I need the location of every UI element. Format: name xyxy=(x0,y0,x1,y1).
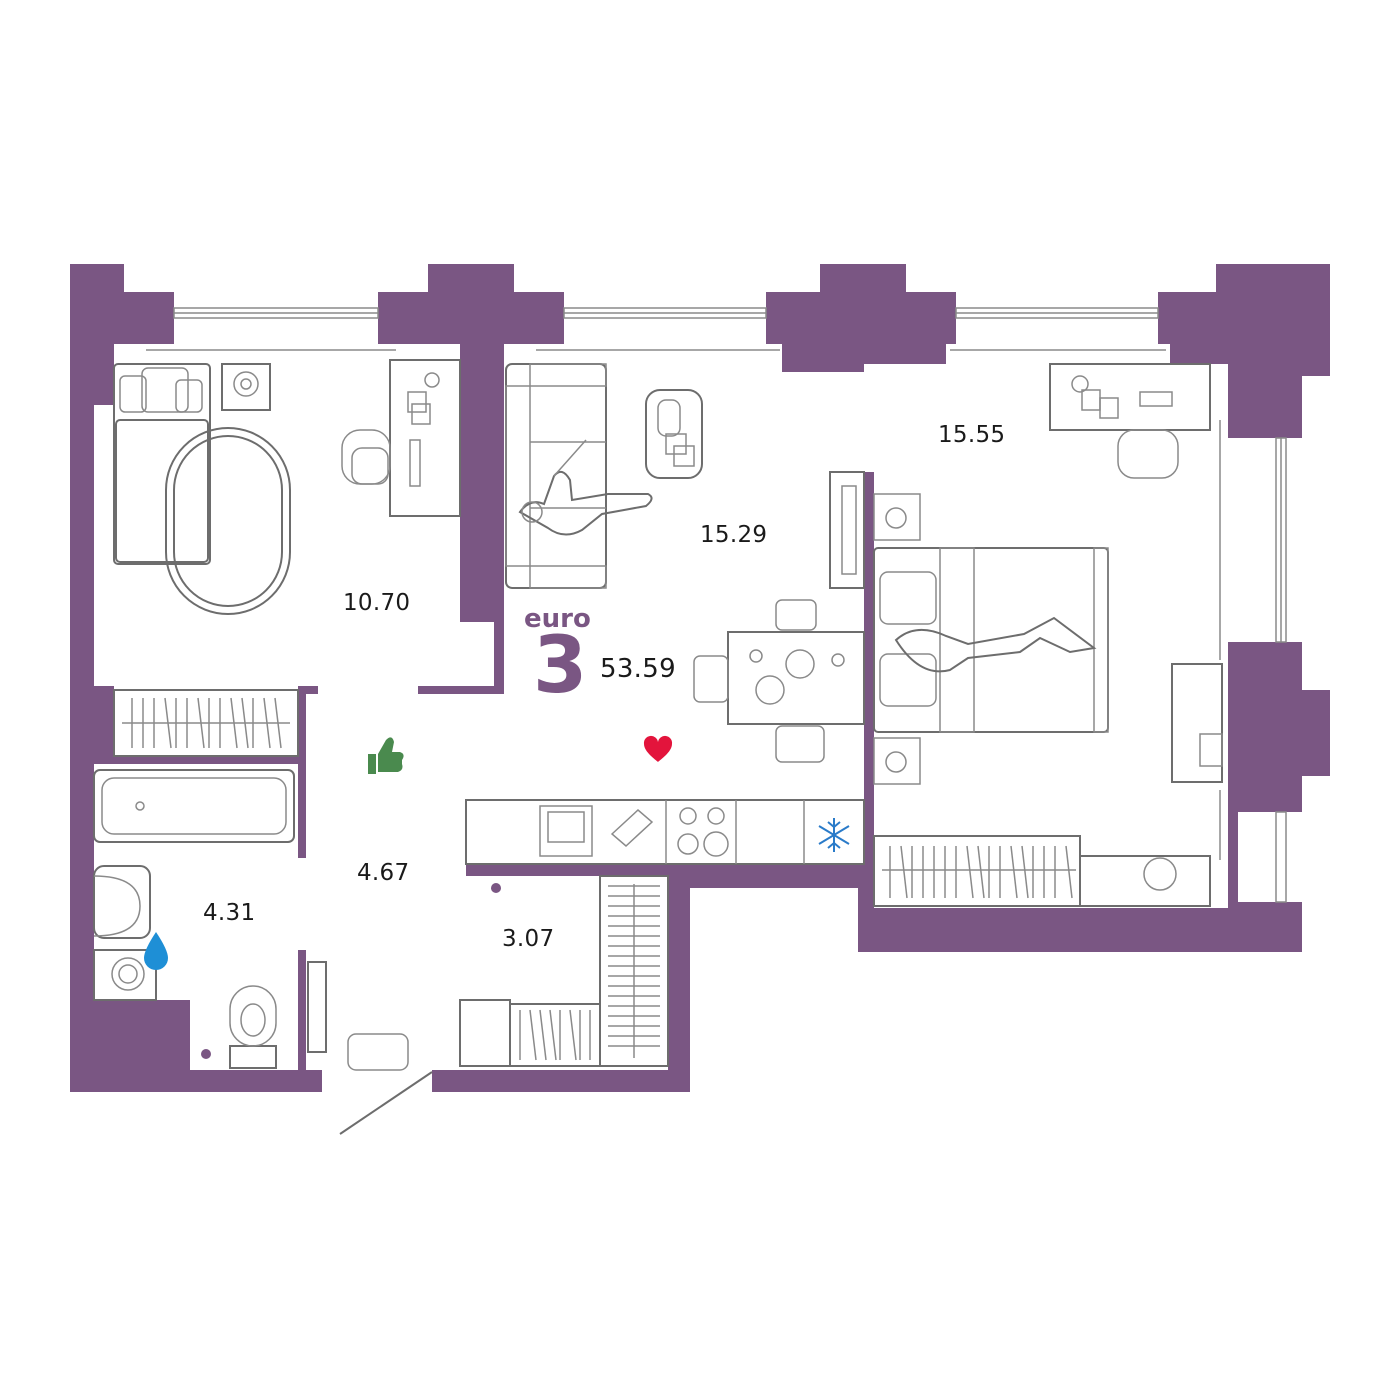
room-area-hallway: 4.67 xyxy=(357,860,409,886)
heart-icon xyxy=(644,736,672,762)
bedroom-right-furniture xyxy=(874,364,1222,906)
bedroom-left-furniture xyxy=(114,360,460,614)
room-area-wardrobe: 3.07 xyxy=(502,926,554,952)
marker-dot xyxy=(201,1049,211,1059)
marker-dot xyxy=(491,883,501,893)
room-area-living-kitchen: 15.29 xyxy=(700,522,767,548)
room-area-bedroom-right: 15.55 xyxy=(938,422,1005,448)
rooms-count: 3 xyxy=(533,624,587,710)
hallway-items xyxy=(340,1034,432,1134)
water-drop-icon xyxy=(144,932,168,970)
room-area-bathroom: 4.31 xyxy=(203,900,255,926)
thumbs-up-icon xyxy=(368,737,404,774)
room-area-bedroom-left: 10.70 xyxy=(343,590,410,616)
total-area: 53.59 xyxy=(600,654,676,684)
